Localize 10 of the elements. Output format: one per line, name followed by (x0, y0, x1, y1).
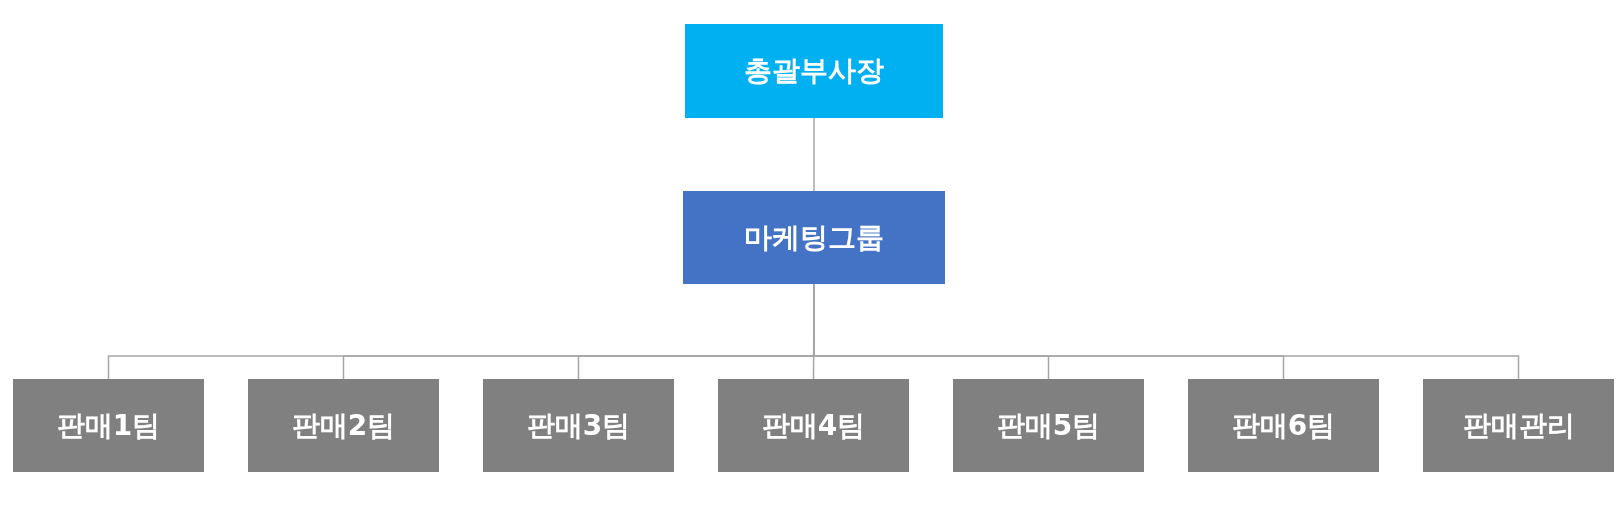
org-chart-box: 총괄부사장 (685, 24, 943, 118)
org-chart-box: 판매6팀 (1188, 379, 1379, 472)
org-chart-box: 판매4팀 (718, 379, 909, 472)
org-chart-box: 마케팅그룹 (683, 191, 945, 284)
org-chart-box: 판매관리 (1423, 379, 1614, 472)
connector-line (813, 117, 815, 192)
org-chart-box: 판매3팀 (483, 379, 674, 472)
org-chart-box: 판매5팀 (953, 379, 1144, 472)
org-chart-box: 판매1팀 (13, 379, 204, 472)
org-chart-box: 판매2팀 (248, 379, 439, 472)
